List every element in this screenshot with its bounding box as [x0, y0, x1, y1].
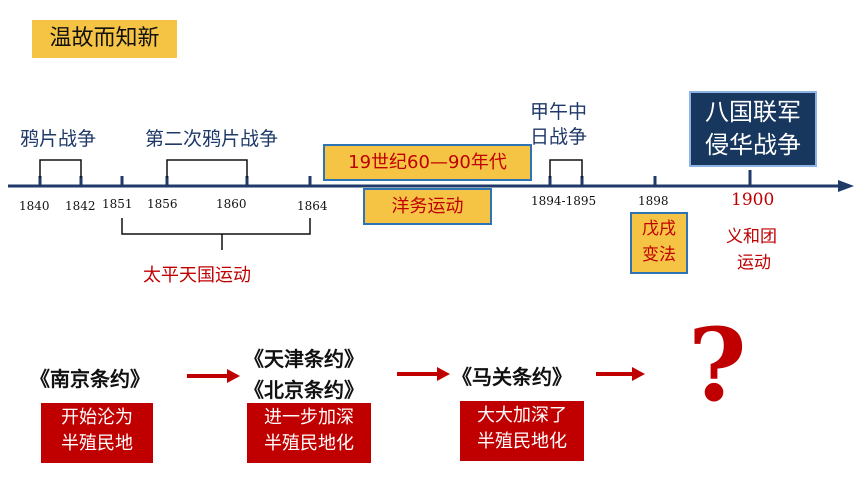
treaty-beijing: 《北京条约》: [244, 378, 364, 402]
period-box: 19世纪60—90年代: [323, 144, 532, 181]
treaty-maguan: 《马关条约》: [452, 365, 572, 389]
eight-nation-line1: 八国联军: [705, 98, 801, 126]
eight-nation-line2: 侵华战争: [705, 131, 801, 159]
desc-tianjin-beijing: 进一步加深 半殖民地化: [247, 403, 371, 463]
year-1894-1895: 1894-1895: [531, 194, 597, 208]
event-taiping: 太平天国运动: [143, 265, 251, 286]
treaty-nanjing: 《南京条约》: [30, 367, 150, 391]
year-1851: 1851: [102, 197, 133, 211]
second-opium-war-bracket: [166, 159, 248, 178]
year-1856: 1856: [147, 197, 178, 211]
event-opium-war: 鸦片战争: [20, 128, 97, 150]
wuxu-reform-line1: 戊戌: [642, 219, 676, 239]
event-sino-japanese-line1: 甲午中: [530, 101, 588, 123]
year-1864: 1864: [297, 199, 328, 213]
year-1840: 1840: [19, 199, 50, 213]
wuxu-reform-box: 戊戌 变法: [630, 212, 688, 274]
opium-war-bracket: [39, 159, 82, 178]
year-1842: 1842: [65, 199, 96, 213]
sino-japanese-war-bracket: [549, 159, 583, 178]
desc-maguan: 大大加深了 半殖民地化: [460, 401, 584, 461]
year-1860: 1860: [216, 197, 247, 211]
desc-maguan-line1: 大大加深了: [477, 405, 567, 426]
self-strengthening-box: 洋务运动: [363, 188, 492, 225]
desc-nanjing: 开始沦为 半殖民地: [41, 403, 153, 463]
page-title: 温故而知新: [32, 20, 177, 58]
boxer-line1: 义和团: [726, 227, 777, 247]
desc-tianjin-line1: 进一步加深: [264, 407, 354, 428]
desc-nanjing-line1: 开始沦为: [61, 407, 133, 428]
taiping-bracket: [121, 218, 311, 250]
year-1898: 1898: [638, 194, 669, 208]
treaty-arrows: [187, 367, 645, 383]
question-mark-icon: ?: [688, 306, 747, 424]
event-sino-japanese-line2: 日战争: [530, 126, 588, 148]
wuxu-reform-line2: 变法: [642, 245, 676, 265]
treaty-tianjin: 《天津条约》: [244, 347, 364, 371]
desc-maguan-line2: 半殖民地化: [477, 431, 567, 452]
desc-nanjing-line2: 半殖民地: [61, 433, 133, 454]
year-1900: 1900: [731, 190, 775, 210]
timeline-arrowhead: [838, 180, 854, 192]
boxer-line2: 运动: [737, 253, 771, 273]
eight-nation-box: 八国联军 侵华战争: [689, 91, 817, 167]
desc-tianjin-line2: 半殖民地化: [264, 433, 354, 454]
event-second-opium-war: 第二次鸦片战争: [145, 128, 279, 150]
